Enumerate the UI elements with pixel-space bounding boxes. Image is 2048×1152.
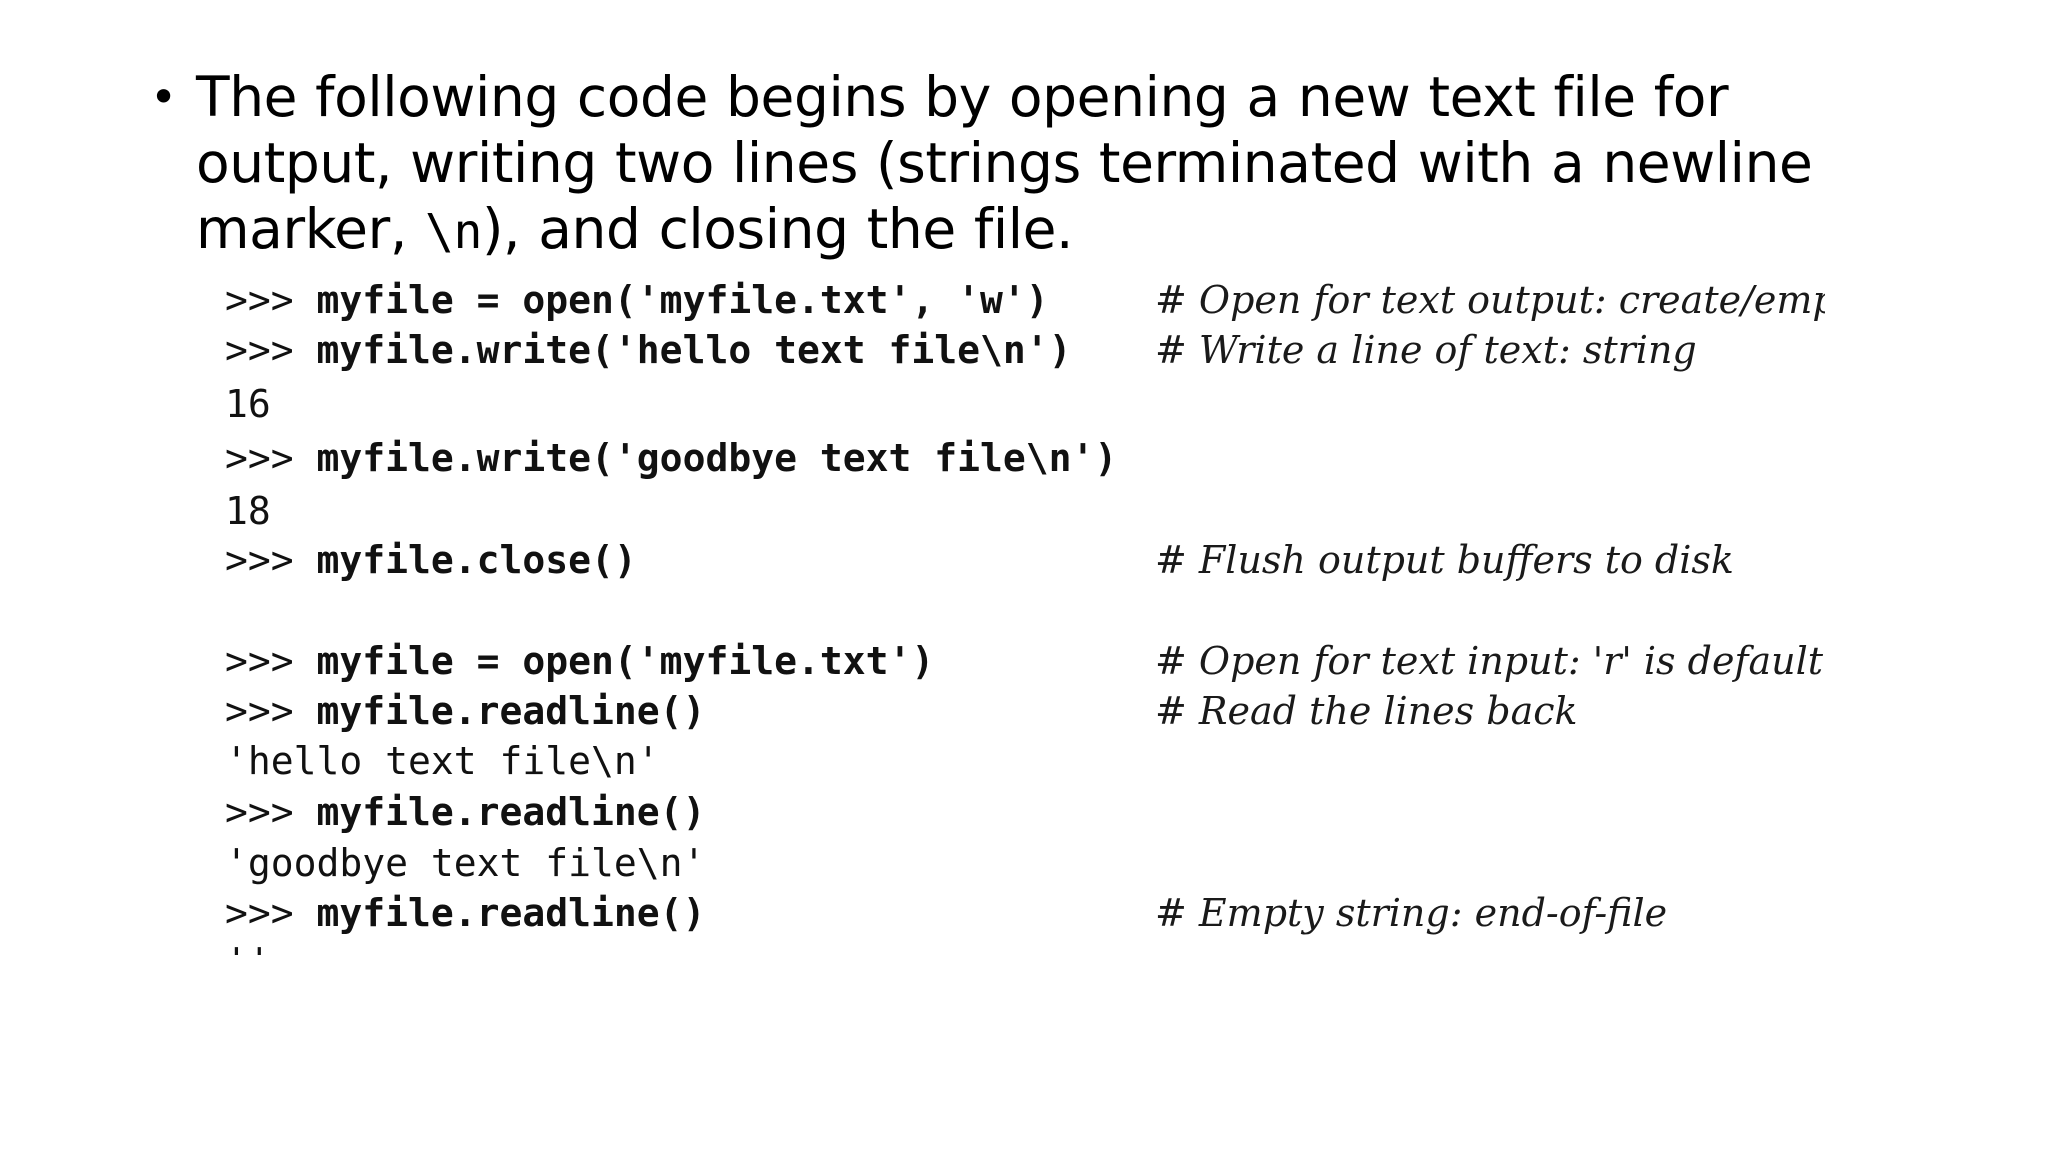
code-comment: # Open for text input: 'r' is default <box>1155 639 1824 683</box>
bullet-point: • The following code begins by opening a… <box>150 64 1900 265</box>
repl-prompt: >>> <box>225 891 317 935</box>
code-line: 'goodbye text file\n' <box>225 838 1825 888</box>
code-command: myfile = open('myfile.txt') <box>316 639 935 683</box>
code-text: >>> myfile.readline() <box>225 787 705 837</box>
code-line: >>> myfile.write('hello text file\n') # … <box>225 325 1825 375</box>
repl-prompt: >>> <box>225 689 317 733</box>
repl-prompt: >>> <box>225 639 317 683</box>
code-line: >>> myfile.readline() # Read the lines b… <box>225 686 1825 736</box>
code-output: 'goodbye text file\n' <box>225 841 706 885</box>
code-text: >>> myfile.readline() <box>225 888 705 938</box>
newline-marker: \n <box>425 204 482 260</box>
code-comment: # Read the lines back <box>1155 689 1578 733</box>
code-comment: # Write a line of text: string <box>1155 328 1697 372</box>
code-command: myfile.write('goodbye text file\n') <box>316 436 1118 480</box>
repl-prompt: >>> <box>225 538 317 582</box>
code-command: myfile.readline() <box>316 891 706 935</box>
code-text: >>> myfile = open('myfile.txt', 'w') <box>225 275 1049 325</box>
code-output: 18 <box>225 489 271 533</box>
code-line: 18 <box>225 486 1825 536</box>
code-command: myfile = open('myfile.txt', 'w') <box>316 278 1049 322</box>
bullet-text-after: ), and closing the file. <box>482 197 1074 261</box>
code-comment: # Open for text output: create/empty <box>1155 278 1825 322</box>
code-line: '' <box>225 937 1825 955</box>
code-line: >>> myfile.readline() <box>225 787 1825 837</box>
code-line: >>> myfile.readline() # Empty string: en… <box>225 888 1825 938</box>
code-line: 'hello text file\n' <box>225 736 1825 786</box>
bullet-text: The following code begins by opening a n… <box>196 64 1900 265</box>
code-command: myfile.write('hello text file\n') <box>316 328 1072 372</box>
code-output: '' <box>225 937 271 955</box>
code-text: >>> myfile.write('hello text file\n') <box>225 325 1072 375</box>
bullet-text-before: The following code begins by opening a n… <box>196 65 1813 261</box>
code-line: >>> myfile.close() # Flush output buffer… <box>225 535 1825 585</box>
code-command: myfile.readline() <box>316 689 706 733</box>
repl-prompt: >>> <box>225 790 317 834</box>
repl-prompt: >>> <box>225 278 317 322</box>
code-line: 16 <box>225 379 1825 429</box>
code-comment: # Empty string: end-of-file <box>1155 891 1668 935</box>
code-line: >>> myfile.write('goodbye text file\n') <box>225 433 1825 483</box>
repl-prompt: >>> <box>225 436 317 480</box>
code-text: >>> myfile.close() <box>225 535 637 585</box>
code-line: >>> myfile = open('myfile.txt') # Open f… <box>225 636 1825 686</box>
code-text: >>> myfile.write('goodbye text file\n') <box>225 433 1117 483</box>
code-text: >>> myfile = open('myfile.txt') <box>225 636 934 686</box>
code-text: >>> myfile.readline() <box>225 686 705 736</box>
code-line: >>> myfile = open('myfile.txt', 'w') # O… <box>225 275 1825 325</box>
code-command: myfile.readline() <box>316 790 706 834</box>
bullet-icon: • <box>150 70 178 124</box>
code-output: 16 <box>225 382 271 426</box>
code-example-image: >>> myfile = open('myfile.txt', 'w') # O… <box>225 275 1825 955</box>
repl-prompt: >>> <box>225 328 317 372</box>
code-command: myfile.close() <box>316 538 637 582</box>
code-output: 'hello text file\n' <box>225 739 660 783</box>
code-comment: # Flush output buffers to disk <box>1155 538 1734 582</box>
